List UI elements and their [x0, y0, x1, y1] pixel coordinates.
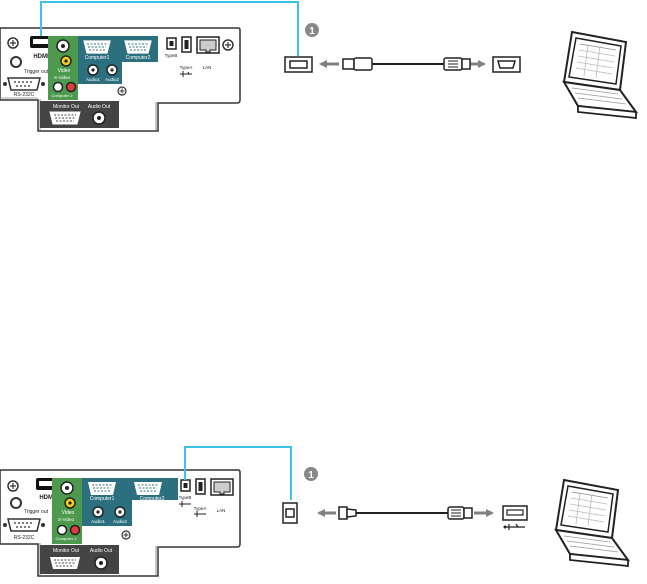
svg-text:1: 1 — [308, 470, 314, 481]
trigger-out-label: Trigger out — [24, 509, 49, 515]
laptop-icon — [563, 31, 637, 119]
typea-label: TypeA — [180, 65, 193, 70]
screw-icon — [222, 39, 234, 51]
usb-symbol-icon — [179, 501, 191, 507]
trigger-out-port — [10, 56, 22, 68]
projector-panel: HDMI Trigger out RS-232C Video S-Video C… — [0, 27, 241, 132]
usb-cable — [338, 506, 473, 520]
audio-out-label: Audio Out — [90, 548, 113, 554]
audio-r-port — [69, 524, 81, 536]
computer2-port — [134, 482, 162, 495]
usb-symbol-icon — [194, 511, 206, 517]
top-diagram: HDMI Trigger out RS-232C Video S-Video C… — [0, 1, 637, 132]
component-label: Computer 2 — [56, 536, 78, 541]
typeb-label: TypeB — [179, 495, 192, 500]
video-label: Video — [62, 510, 75, 516]
computer2-label: Computer2 — [126, 55, 151, 61]
hdmi-cable — [342, 57, 471, 71]
screw-icon — [121, 530, 131, 540]
audio2-label: Audio2 — [113, 519, 128, 524]
monitor-out-label: Monitor Out — [53, 104, 80, 110]
computer2-label: Computer2 — [140, 496, 165, 502]
usb-a-port — [181, 36, 192, 53]
monitor-out-port — [49, 111, 81, 125]
lan-label: LAN — [217, 508, 226, 513]
audio1-label: Audio1 — [86, 77, 101, 82]
callout-1-icon: 1 — [305, 23, 319, 37]
usb-port-icon — [502, 505, 528, 521]
lan-label: LAN — [203, 65, 212, 70]
computer1-label: Computer1 — [85, 55, 110, 61]
hdmi-label: HDMI — [39, 495, 55, 501]
svg-text:1: 1 — [309, 26, 315, 37]
audio-l-port — [56, 524, 68, 536]
usb-a-port — [195, 478, 206, 495]
lan-port — [210, 478, 234, 496]
lan-port — [196, 36, 220, 54]
svideo-label: S-Video — [54, 75, 70, 80]
audio2-label: Audio2 — [105, 77, 120, 82]
monitor-out-port — [50, 557, 80, 569]
audio1-label: Audio1 — [91, 519, 106, 524]
audio-l-port — [52, 81, 64, 93]
rs232c-label: RS-232C — [14, 92, 35, 98]
typea-label: TypeA — [194, 506, 207, 511]
bottom-diagram: HDMI Trigger out RS-232C Video S-Video C… — [0, 446, 629, 577]
hdmi-port-icon — [492, 56, 521, 73]
hdmi-port — [30, 36, 52, 48]
usb-symbol-icon — [180, 71, 192, 77]
usb-b-port — [180, 479, 191, 492]
rs232c-port — [3, 518, 45, 532]
typeb-label: TypeB — [165, 53, 178, 58]
cable-line — [184, 446, 292, 500]
screw-icon — [7, 37, 19, 49]
trigger-out-label: Trigger out — [24, 69, 49, 75]
computer1-port — [83, 40, 111, 54]
video-label: Video — [58, 68, 71, 74]
hdmi-port-icon — [284, 56, 313, 73]
computer1-label: Computer1 — [90, 496, 115, 502]
cable-line — [40, 1, 299, 56]
rs232c-port — [3, 77, 45, 91]
screw-icon — [117, 86, 127, 96]
projector-panel: HDMI Trigger out RS-232C Video S-Video C… — [0, 469, 241, 577]
audio-r-port — [65, 81, 77, 93]
laptop-icon — [555, 479, 629, 567]
screw-icon — [7, 480, 19, 492]
callout-1-icon: 1 — [304, 467, 318, 481]
svideo-label: S-Video — [58, 517, 74, 522]
usb-symbol-icon — [503, 523, 525, 530]
usb-b-port — [166, 37, 177, 50]
usb-b-port-icon — [282, 502, 298, 524]
rs232c-label: RS-232C — [14, 535, 35, 541]
component-label: Computer 2 — [52, 93, 74, 98]
computer1-port — [88, 482, 116, 495]
computer2-port — [124, 40, 152, 54]
audio-out-label: Audio Out — [88, 104, 111, 110]
trigger-out-port — [10, 497, 22, 509]
hdmi-label: HDMI — [33, 54, 49, 60]
monitor-out-label: Monitor Out — [53, 548, 80, 554]
